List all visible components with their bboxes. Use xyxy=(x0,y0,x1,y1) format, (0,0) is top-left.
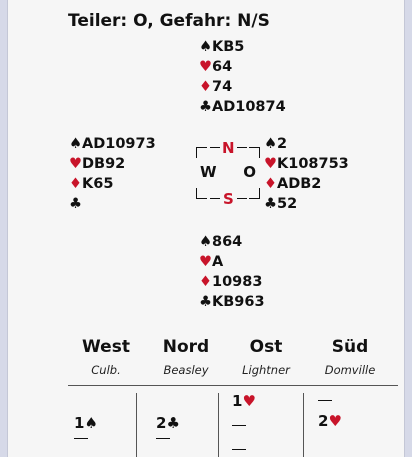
south-diamonds: 10983 xyxy=(212,274,263,290)
player-nord: Beasley xyxy=(163,363,209,377)
compass-south: S xyxy=(223,190,234,208)
north-hearts: 64 xyxy=(212,59,233,75)
spade-icon: ♠ xyxy=(199,39,212,55)
south-hand: ♠864 ♥A ♦10983 ♣KB963 xyxy=(199,232,265,312)
east-hearts: K108753 xyxy=(277,156,349,172)
pass-dash xyxy=(318,400,332,401)
heart-icon: ♥ xyxy=(199,254,212,270)
spade-icon: ♠ xyxy=(264,136,277,152)
bid-west-1: 1♠ xyxy=(74,414,98,432)
bid-header-sud: Süd xyxy=(331,337,369,357)
spade-icon: ♠ xyxy=(69,136,82,152)
south-hearts: A xyxy=(212,254,224,270)
bid-nord-1: 2♣ xyxy=(156,414,180,432)
west-diamonds: K65 xyxy=(82,176,114,192)
column-divider xyxy=(136,393,137,457)
heart-icon: ♥ xyxy=(264,156,277,172)
west-spades: AD10973 xyxy=(82,136,156,152)
deal-header: Teiler: O, Gefahr: N/S xyxy=(68,11,270,31)
east-hand: ♠2 ♥K108753 ♦ADB2 ♣52 xyxy=(264,134,349,214)
heart-icon: ♥ xyxy=(199,59,212,75)
bid-header-nord: Nord xyxy=(162,337,210,357)
compass-east: O xyxy=(243,163,256,181)
compass-west: W xyxy=(200,163,217,181)
club-icon: ♣ xyxy=(199,99,212,115)
bid-ost-1: 1♥ xyxy=(232,392,256,410)
north-diamonds: 74 xyxy=(212,79,233,95)
south-clubs: KB963 xyxy=(212,294,265,310)
player-ost: Lightner xyxy=(242,363,290,377)
pass-dash xyxy=(232,449,246,450)
diamond-icon: ♦ xyxy=(69,176,82,192)
club-icon: ♣ xyxy=(69,196,82,212)
east-clubs: 52 xyxy=(277,196,298,212)
column-divider xyxy=(218,393,219,457)
diamond-icon: ♦ xyxy=(264,176,277,192)
player-sud: Domville xyxy=(324,363,376,377)
west-hand: ♠AD10973 ♥DB92 ♦K65 ♣ xyxy=(69,134,156,214)
club-icon: ♣ xyxy=(199,294,212,310)
bridge-deal-panel: Teiler: O, Gefahr: N/S ♠KB5 ♥64 ♦74 ♣AD1… xyxy=(7,0,405,457)
bid-header-ost: Ost xyxy=(249,337,283,357)
club-icon: ♣ xyxy=(264,196,277,212)
diamond-icon: ♦ xyxy=(199,79,212,95)
pass-dash xyxy=(232,425,246,426)
bidding-divider xyxy=(68,385,398,386)
heart-icon: ♥ xyxy=(328,412,342,430)
east-diamonds: ADB2 xyxy=(277,176,322,192)
south-spades: 864 xyxy=(212,234,243,250)
north-spades: KB5 xyxy=(212,39,245,55)
east-spades: 2 xyxy=(277,136,288,152)
heart-icon: ♥ xyxy=(69,156,82,172)
diamond-icon: ♦ xyxy=(199,274,212,290)
column-divider xyxy=(303,393,304,457)
north-hand: ♠KB5 ♥64 ♦74 ♣AD10874 xyxy=(199,37,286,117)
bid-header-west: West xyxy=(82,337,130,357)
heart-icon: ♥ xyxy=(242,392,256,410)
club-icon: ♣ xyxy=(166,414,180,432)
bid-sud-1: 2♥ xyxy=(318,412,342,430)
north-clubs: AD10874 xyxy=(212,99,286,115)
compass-rose: N W O S xyxy=(196,139,260,208)
spade-icon: ♠ xyxy=(84,414,98,432)
west-hearts: DB92 xyxy=(82,156,126,172)
pass-dash xyxy=(156,438,170,439)
compass-north: N xyxy=(222,139,235,157)
spade-icon: ♠ xyxy=(199,234,212,250)
pass-dash xyxy=(74,438,88,439)
player-west: Culb. xyxy=(91,363,121,377)
